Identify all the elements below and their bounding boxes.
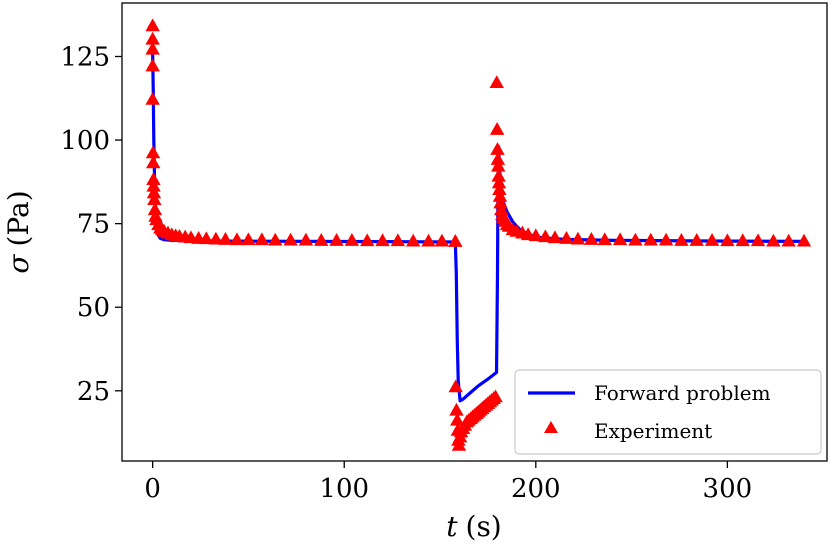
experiment-point	[448, 379, 463, 393]
legend-box	[514, 369, 822, 455]
experiment-point	[538, 229, 553, 243]
data-layer	[145, 18, 812, 451]
experiment-point	[329, 233, 344, 246]
experiment-point	[146, 155, 161, 169]
experiment-point	[658, 232, 674, 246]
experiment-point	[145, 31, 160, 45]
plot-frame	[121, 2, 828, 462]
y-tick-label: 100	[60, 126, 110, 156]
experiment-point	[750, 233, 766, 247]
experiment-point	[674, 233, 689, 246]
experiment-point	[406, 233, 421, 247]
legend-forward-label: Forward problem	[594, 381, 771, 405]
experiment-point	[489, 122, 505, 135]
experiment-point	[145, 41, 160, 55]
experiment-point	[597, 232, 612, 246]
experiment-point	[720, 233, 735, 247]
experiment-point	[612, 232, 628, 246]
experiment-point	[145, 58, 160, 72]
experiment-point	[298, 232, 314, 246]
experiment-point	[145, 91, 160, 105]
y-tick-label: 125	[60, 42, 110, 72]
y-tick-label: 50	[77, 293, 110, 323]
experiment-point	[735, 233, 750, 247]
experiment-point	[559, 231, 574, 244]
y-tick-label: 25	[77, 377, 110, 407]
experiment-point	[254, 232, 270, 246]
experiment-point	[449, 402, 464, 416]
experiment-point	[781, 233, 796, 247]
y-axis-unit: (Pa)	[2, 190, 35, 246]
experiment-point	[491, 175, 507, 189]
experiment-point	[570, 231, 586, 245]
x-tick-label: 200	[511, 474, 561, 504]
experiment-point	[704, 233, 720, 246]
experiment-point	[490, 152, 506, 165]
experiment-point	[147, 202, 163, 216]
experiment-point	[147, 192, 162, 206]
experiment-point	[145, 18, 160, 32]
experiment-point	[146, 172, 161, 185]
experiment-point	[492, 182, 507, 196]
experiment-point	[494, 202, 509, 216]
experiment-point	[547, 230, 563, 244]
experiment-point	[493, 195, 508, 209]
experiment-point	[584, 232, 599, 245]
experiment-point	[146, 185, 162, 199]
experiment-point	[528, 228, 543, 242]
experiment-point	[218, 232, 233, 245]
experiment-point	[199, 231, 214, 245]
legend-experiment-label: Experiment	[594, 419, 712, 443]
tick-layer: 0 100 200 300 25 50 75 100 125	[60, 42, 752, 504]
experiment-point	[689, 233, 704, 246]
experiment-point	[145, 145, 161, 159]
experiment-point	[268, 232, 283, 246]
experiment-point	[451, 437, 467, 451]
experiment-point	[360, 233, 375, 247]
experiment-point	[375, 233, 390, 247]
experiment-point	[643, 232, 658, 246]
legend-experiment-marker	[544, 421, 558, 433]
experiment-point	[489, 75, 504, 89]
experiment-point	[146, 178, 161, 192]
experiment-point	[796, 233, 812, 247]
experiment-point	[448, 234, 463, 247]
x-tick-label: 100	[319, 474, 369, 504]
x-axis-unit: (s)	[466, 510, 502, 543]
experiment-point	[491, 158, 506, 172]
y-axis-label: σ (Pa)	[2, 190, 35, 273]
x-axis-label: t(s)	[446, 510, 501, 543]
experiment-point	[390, 233, 406, 247]
experiment-point	[421, 233, 436, 247]
y-axis-variable: σ	[2, 254, 35, 274]
x-tick-label: 0	[144, 474, 161, 504]
experiment-point	[490, 142, 505, 155]
x-axis-variable: t	[446, 510, 458, 543]
experiment-point	[241, 232, 256, 246]
legend: Forward problem Experiment	[514, 369, 822, 455]
y-tick-label: 75	[77, 210, 110, 240]
experiment-point	[229, 232, 245, 246]
experiment-point	[488, 389, 503, 403]
experiment-point	[491, 168, 506, 182]
x-tick-label: 300	[703, 474, 753, 504]
experiment-point	[344, 233, 360, 246]
experiment-point	[314, 233, 329, 246]
experiment-point	[434, 233, 450, 247]
experiment-point	[492, 188, 508, 202]
experiment-point	[283, 232, 298, 246]
experiment-point	[208, 231, 224, 245]
experiment-point	[628, 232, 643, 246]
experiment-point	[766, 233, 781, 247]
experiment-point	[450, 412, 465, 426]
